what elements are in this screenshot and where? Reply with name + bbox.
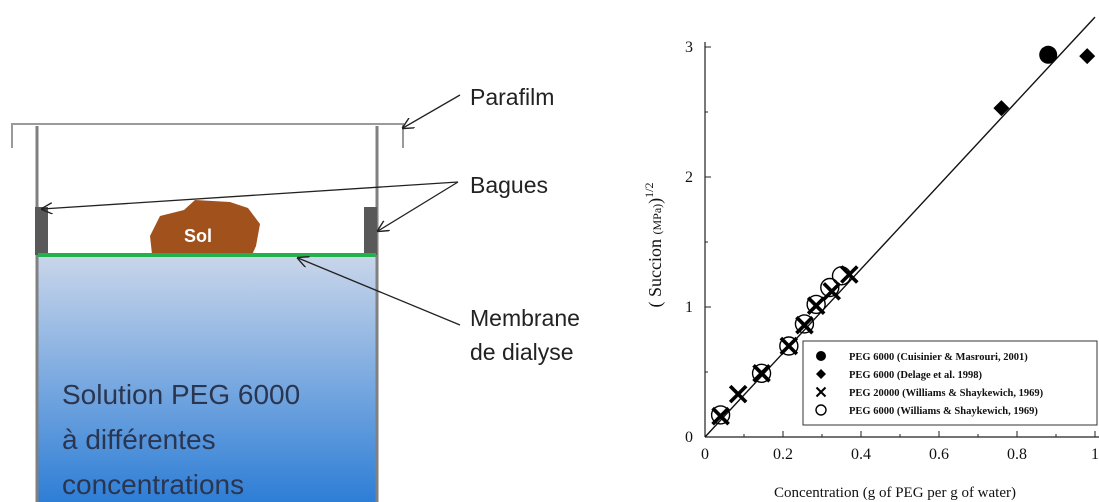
point-filled-circle (1039, 45, 1058, 64)
soil-label: Sol (184, 226, 212, 246)
succion-chart: 0 0.2 0.4 0.6 0.8 1 0 1 2 3 PEG 6000 (Cuisinier &… (642, 16, 1099, 501)
point-cross (752, 364, 771, 383)
x-axis-label: Concentration (g of PEG per g of water) (774, 485, 1016, 501)
y-tick-label: 0 (685, 429, 693, 446)
y-tick-label: 1 (685, 299, 693, 316)
ring-right (364, 207, 377, 255)
y-axis-label-exponent: 1/2 (642, 183, 656, 198)
y-axis-label-main: ( Succion (645, 235, 666, 308)
ring-left (35, 207, 48, 255)
point-filled-diamond (993, 100, 1010, 117)
y-tick-label: 3 (685, 39, 693, 56)
point-open-circle (806, 294, 826, 315)
x-tick-label: 1 (1091, 446, 1099, 463)
point-cross (779, 336, 799, 356)
point-cross (795, 315, 814, 335)
solution-label-line1: Solution PEG 6000 (62, 379, 300, 410)
y-axis-label-unit: (MPa) (650, 204, 664, 235)
solution-label-line2: à différentes (62, 424, 216, 455)
point-cross (815, 386, 827, 398)
legend-label: PEG 6000 (Williams & Shaykewich, 1969) (849, 406, 1038, 417)
label-parafilm: Parafilm (470, 84, 554, 110)
x-tick-label: 0.8 (1007, 446, 1027, 463)
x-tick-label: 0 (701, 446, 709, 463)
point-open-circle (820, 277, 840, 298)
arrow-ring-left (42, 181, 459, 209)
soil-sample (150, 200, 260, 255)
peg-solution (38, 256, 376, 502)
point-open-circle (751, 363, 772, 383)
x-tick-label: 0.6 (929, 446, 949, 463)
label-bagues: Bagues (470, 172, 548, 198)
label-membrane-line1: Membrane (470, 305, 580, 331)
point-open-circle (710, 405, 731, 425)
y-tick-label: 2 (685, 169, 693, 186)
point-cross (822, 282, 842, 301)
arrow-membrane (298, 258, 461, 326)
y-axis-label: ( Succion (MPa))1/2 (642, 183, 666, 308)
solution-label-line3: concentrations (62, 469, 244, 500)
label-membrane-line2: de dialyse (470, 339, 574, 365)
x-tick-label: 0.2 (773, 446, 793, 463)
legend-label: PEG 6000 (Delage et al. 1998) (849, 370, 982, 381)
x-tick-label: 0.4 (851, 446, 871, 463)
arrow-parafilm (403, 94, 461, 128)
point-cross (728, 384, 748, 404)
point-open-circle (779, 336, 799, 356)
point-filled-diamond (1079, 48, 1096, 65)
point-open-circle (815, 404, 827, 416)
point-filled-circle (816, 351, 826, 361)
point-cross (806, 296, 826, 315)
point-cross (840, 265, 859, 284)
legend-box (802, 340, 1098, 426)
osmotic-setup-diagram: Sol Parafilm Bagues Membrane de dialyse … (11, 84, 580, 502)
legend-label: PEG 20000 (Williams & Shaykewich, 1969) (849, 388, 1044, 399)
arrow-ring-right (378, 181, 459, 231)
y-axis-label-close: ) (645, 198, 666, 204)
legend-label: PEG 6000 (Cuisinier & Masrouri, 2001) (849, 352, 1028, 363)
parafilm-lid (11, 123, 404, 148)
point-cross (711, 406, 730, 426)
point-filled-diamond (816, 369, 826, 379)
point-open-circle (794, 314, 815, 334)
